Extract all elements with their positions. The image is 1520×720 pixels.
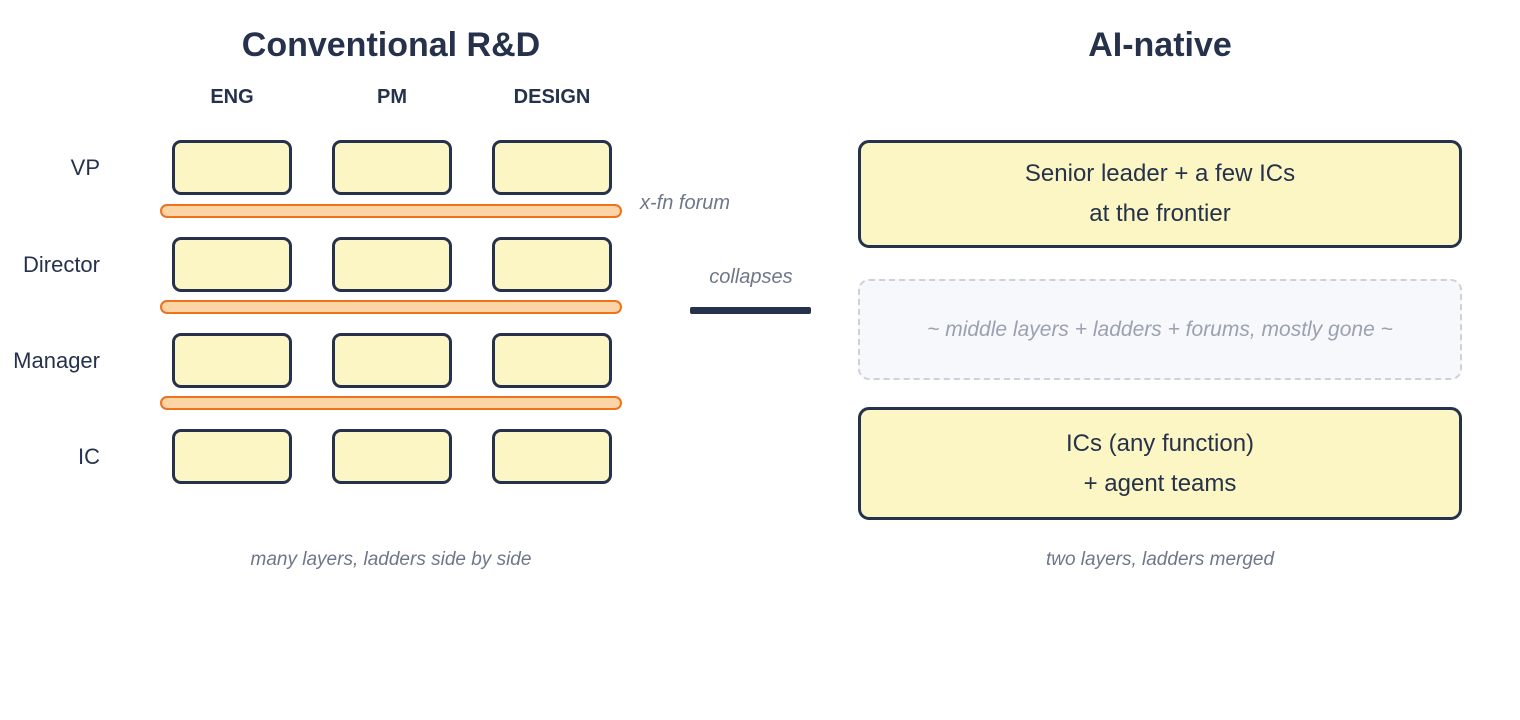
middle-layers-gone-label: ~ middle layers + ladders + forums, most… [927, 317, 1393, 341]
row-label-ic: IC [78, 444, 100, 469]
org-box [492, 140, 612, 195]
xfn-forum-bar [160, 396, 622, 410]
org-box [492, 237, 612, 292]
row-label-vp: VP [70, 155, 100, 180]
row-label-manager: Manager [13, 348, 100, 373]
collapses-label: collapses [709, 266, 793, 288]
org-box [492, 333, 612, 388]
senior-leader-box: Senior leader + a few ICs at the frontie… [858, 140, 1462, 248]
column-header-eng: ENG [210, 86, 254, 108]
collapses-connector-line [690, 307, 811, 314]
left-caption: many layers, ladders side by side [250, 549, 532, 570]
right-caption: two layers, ladders merged [1045, 549, 1275, 570]
ics-agent-teams-box-line2: + agent teams [1083, 469, 1237, 497]
org-box [172, 140, 292, 195]
xfn-forum-bar [160, 300, 622, 314]
org-box [172, 429, 292, 484]
row-label-director: Director [22, 252, 100, 277]
org-box [172, 237, 292, 292]
xfn-forum-label: x-fn forum [640, 192, 731, 214]
column-header-design: DESIGN [513, 86, 591, 108]
senior-leader-box-line2: at the frontier [1089, 200, 1231, 227]
org-box [172, 333, 292, 388]
ics-agent-teams-box-line1: ICs (any function) [1065, 429, 1255, 457]
right-panel-title: AI-native [1088, 26, 1232, 64]
org-box [332, 429, 452, 484]
org-box [332, 237, 452, 292]
middle-layers-gone-box: ~ middle layers + ladders + forums, most… [858, 279, 1462, 380]
org-box [492, 429, 612, 484]
column-header-pm: PM [377, 86, 407, 108]
senior-leader-box-line1: Senior leader + a few ICs [1024, 160, 1296, 187]
org-box [332, 333, 452, 388]
xfn-forum-bar [160, 204, 622, 218]
left-panel-title: Conventional R&D [241, 26, 541, 64]
ics-agent-teams-box: ICs (any function) + agent teams [858, 407, 1462, 520]
org-box [332, 140, 452, 195]
